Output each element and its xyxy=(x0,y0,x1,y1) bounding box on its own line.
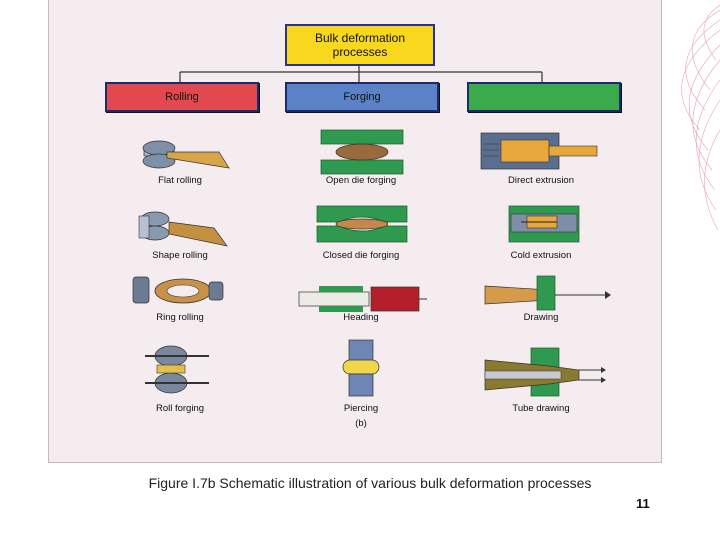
root-node: Bulk deformation processes xyxy=(285,24,435,66)
sublabel-b: (b) xyxy=(355,418,367,429)
closed-die-forging-illustration xyxy=(316,205,408,243)
label-closed-die-forging: Closed die forging xyxy=(322,250,400,261)
ring-rolling-illustration xyxy=(132,276,224,304)
drawing-illustration xyxy=(484,275,611,311)
label-direct-extrusion: Direct extrusion xyxy=(508,175,574,186)
tree-connectors xyxy=(179,62,543,82)
label-ring-rolling: Ring rolling xyxy=(156,312,204,323)
label-piercing: Piercing xyxy=(343,403,379,414)
figure-caption: Figure I.7b Schematic illustration of va… xyxy=(148,475,592,491)
category-forging: Forging xyxy=(285,82,439,112)
open-die-forging-illustration xyxy=(320,129,404,175)
label-cold-extrusion: Cold extrusion xyxy=(510,250,572,261)
category-rolling: Rolling xyxy=(105,82,259,112)
label-shape-rolling: Shape rolling xyxy=(152,250,208,261)
label-roll-forging: Roll forging xyxy=(155,403,205,414)
cold-extrusion-illustration xyxy=(508,205,580,243)
label-open-die-forging: Open die forging xyxy=(325,175,397,186)
label-tube-drawing: Tube drawing xyxy=(512,403,570,414)
page-number: 11 xyxy=(636,496,650,511)
tube-drawing-illustration xyxy=(484,347,606,397)
shape-rolling-illustration xyxy=(138,211,228,247)
flat-rolling-illustration xyxy=(142,140,230,169)
roll-forging-illustration xyxy=(145,345,209,394)
diagram-canvas xyxy=(132,62,611,397)
piercing-illustration xyxy=(342,339,380,397)
decorative-swirl xyxy=(681,4,720,231)
direct-extrusion-illustration xyxy=(480,132,598,170)
process-figure: Bulk deformation processes Rolling Forgi… xyxy=(48,0,662,463)
label-drawing: Drawing xyxy=(523,312,559,323)
label-heading: Heading xyxy=(343,312,379,323)
heading-illustration xyxy=(298,286,427,312)
category-extrusion xyxy=(467,82,621,112)
label-flat-rolling: Flat rolling xyxy=(158,175,202,186)
